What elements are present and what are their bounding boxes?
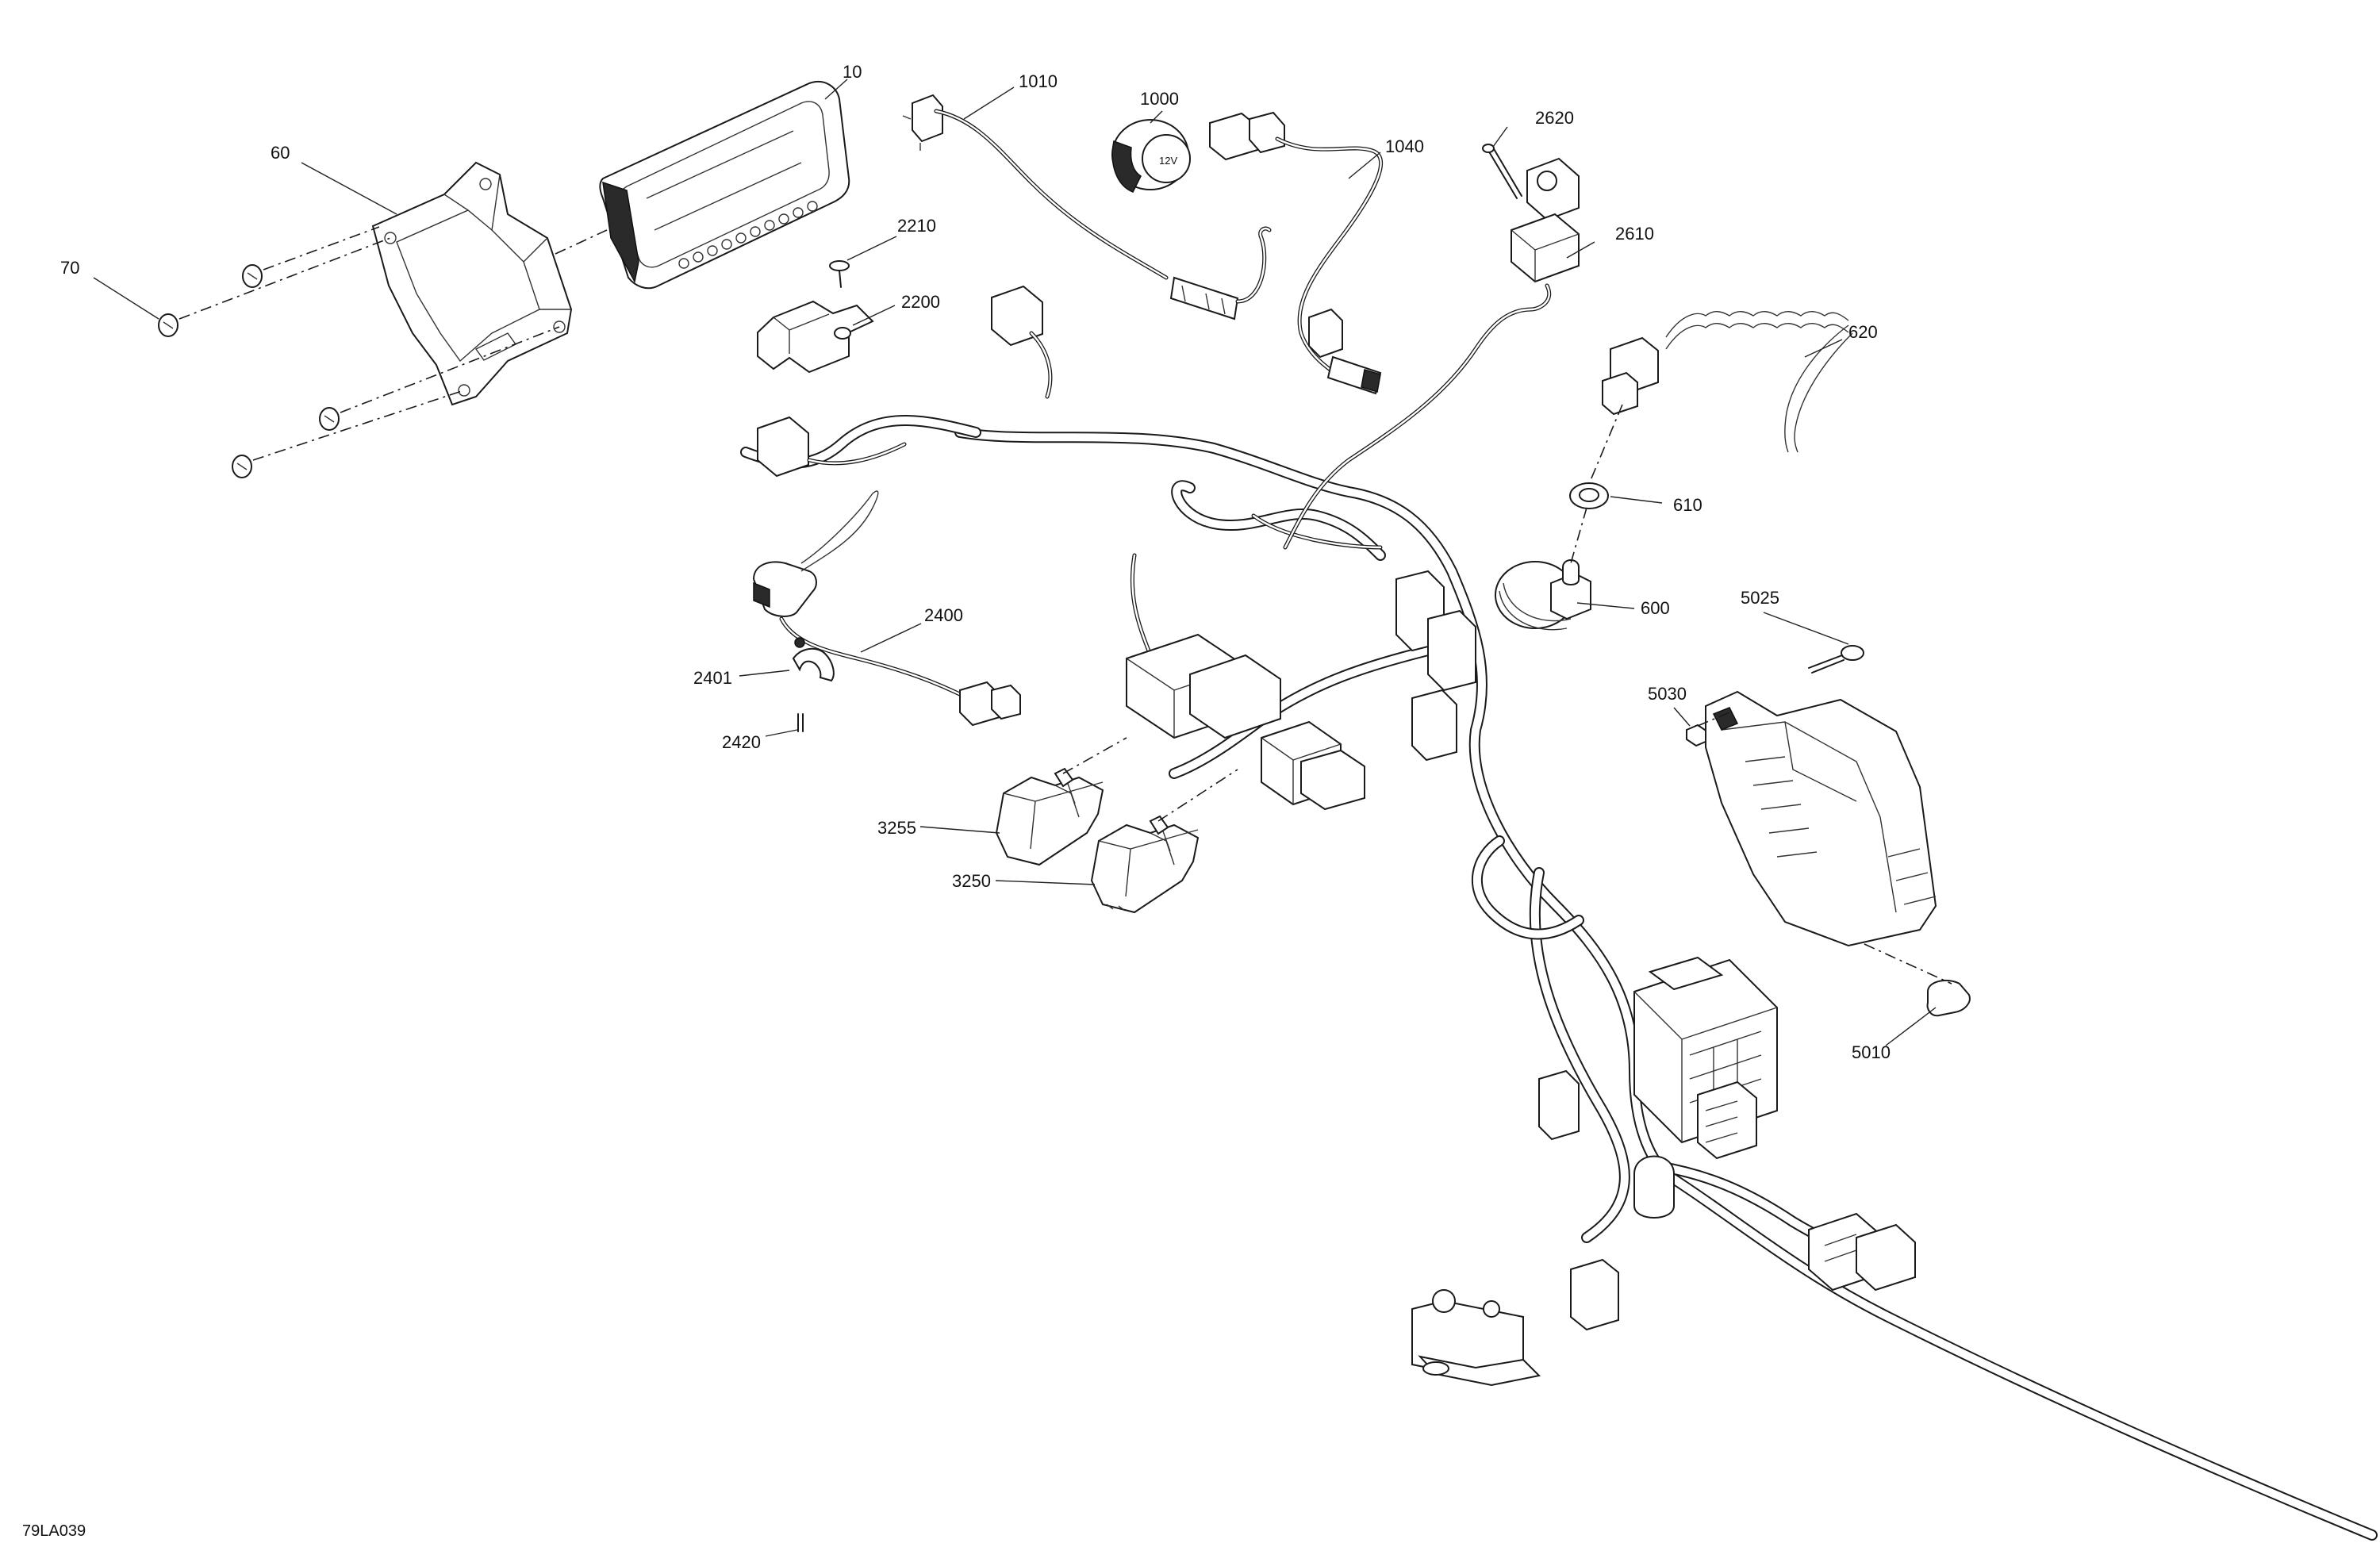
callout-610: 610	[1673, 495, 1702, 515]
cap-5010	[1926, 979, 1971, 1017]
accessory-socket-mark: 12V	[1159, 155, 1177, 167]
switch-3250	[1090, 815, 1200, 914]
harness-connectors-lower	[1538, 1069, 1916, 1331]
screw-70-c	[319, 407, 340, 431]
nut-5030	[1686, 724, 1708, 747]
callout-1010: 1010	[1019, 71, 1058, 91]
accessory-socket-12v: 12V	[1111, 119, 1191, 193]
callout-620: 620	[1848, 322, 1878, 342]
screw-70-a	[158, 313, 178, 337]
screw-70-d	[232, 455, 252, 478]
sensor-2200	[757, 300, 874, 374]
wire-harness-1040	[1209, 111, 1384, 395]
callout-labels: 10 60 70 1010 1000 1040 2620 2610 2210 2…	[60, 62, 1891, 1062]
callout-2210: 2210	[897, 216, 936, 236]
leader-lines	[93, 79, 1937, 1046]
screw-5025	[1808, 645, 1864, 674]
switch-3255	[995, 767, 1104, 866]
callout-5010: 5010	[1852, 1042, 1891, 1062]
harness-connector-cluster	[1126, 570, 1476, 811]
callout-1040: 1040	[1385, 136, 1424, 156]
pin-2620	[1482, 144, 1522, 199]
clip-2401	[792, 637, 835, 682]
callout-2400: 2400	[924, 605, 963, 625]
cluster-support-bracket	[371, 161, 573, 406]
figure-id: 79LA039	[22, 1522, 86, 1540]
callout-3250: 3250	[952, 871, 991, 891]
connector-upper-left-harness	[757, 285, 1053, 478]
engine-control-module	[1705, 690, 1937, 947]
callout-60: 60	[271, 143, 290, 163]
ignition-switch-600	[1495, 559, 1591, 631]
callout-5025: 5025	[1741, 588, 1779, 608]
switch-axis-dash-lines	[1062, 737, 1238, 822]
callout-70: 70	[60, 258, 79, 278]
wire-harness-1010	[902, 94, 1272, 320]
switch-body-2610	[1283, 213, 1580, 550]
callout-5030: 5030	[1648, 684, 1687, 704]
starter-solenoid	[1411, 1289, 1541, 1387]
callout-1000: 1000	[1140, 89, 1179, 109]
callout-2200: 2200	[901, 292, 940, 312]
instrument-cluster	[599, 81, 850, 290]
callout-2401: 2401	[693, 668, 732, 688]
callout-3255: 3255	[877, 818, 916, 838]
indicator-light-row	[678, 201, 818, 269]
pin-2420	[797, 713, 804, 732]
nut-610	[1569, 482, 1609, 509]
callout-10: 10	[843, 62, 862, 82]
speed-sensor-2400	[752, 490, 1021, 727]
tether-cord-620	[1602, 311, 1853, 453]
ignition-axis-dash-line	[1570, 404, 1623, 564]
screw-70-b	[242, 264, 263, 288]
screw-2210	[829, 260, 850, 288]
switch-cap-2620	[1526, 157, 1580, 221]
callout-600: 600	[1641, 598, 1670, 618]
ecu-axis-dash-lines	[1697, 712, 1952, 985]
callout-2610: 2610	[1615, 224, 1654, 244]
screw-axis-dash-lines	[178, 226, 608, 461]
callout-2620: 2620	[1535, 108, 1574, 128]
callout-2420: 2420	[722, 732, 761, 752]
